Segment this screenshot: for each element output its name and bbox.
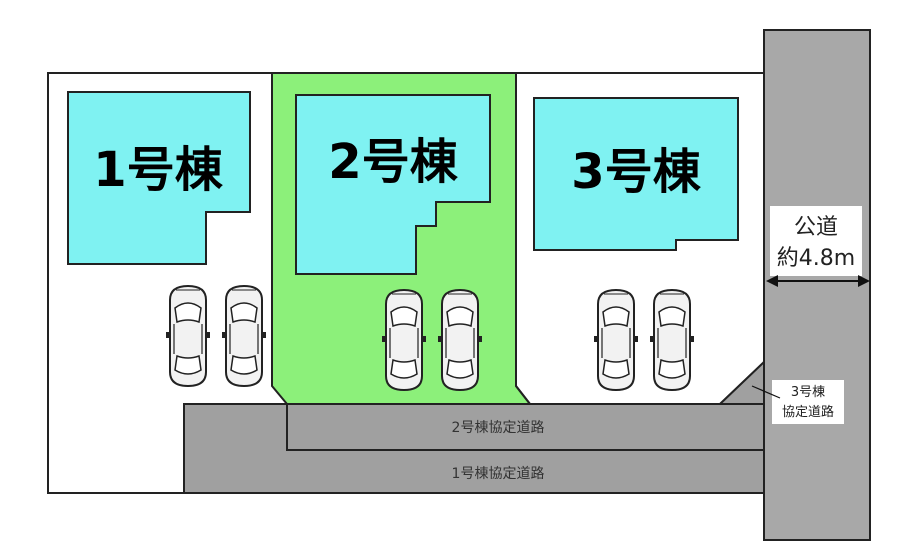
road-3-leader: [751, 385, 781, 399]
car-icon: [381, 289, 427, 391]
building-3: [533, 97, 739, 251]
car-icon: [437, 289, 483, 391]
building-1: [67, 91, 251, 265]
road-label-bg: [770, 206, 862, 276]
road-width: 約4.8m: [777, 246, 855, 271]
building-1-label: 1号棟: [93, 142, 223, 198]
car-icon: [221, 285, 267, 387]
building-2-label: 2号棟: [328, 134, 458, 190]
shared-road-3: [717, 359, 765, 405]
car-icon: [165, 285, 211, 387]
shared-road-2-label: 2号棟協定道路: [452, 420, 545, 436]
public-road: [763, 29, 871, 541]
car-icon: [649, 289, 695, 391]
car-icon: [593, 289, 639, 391]
shared-road-2: [286, 403, 765, 451]
road-width-arrow: [766, 275, 870, 287]
building-2: [295, 94, 491, 275]
road-3-label-line1: 3号棟: [791, 385, 825, 400]
road-3-label-bg: [772, 380, 844, 424]
road-name: 公道: [794, 215, 838, 240]
building-3-label: 3号棟: [571, 144, 701, 200]
road-3-label-line2: 協定道路: [782, 404, 834, 420]
shared-road-1-label: 1号棟協定道路: [452, 466, 545, 482]
